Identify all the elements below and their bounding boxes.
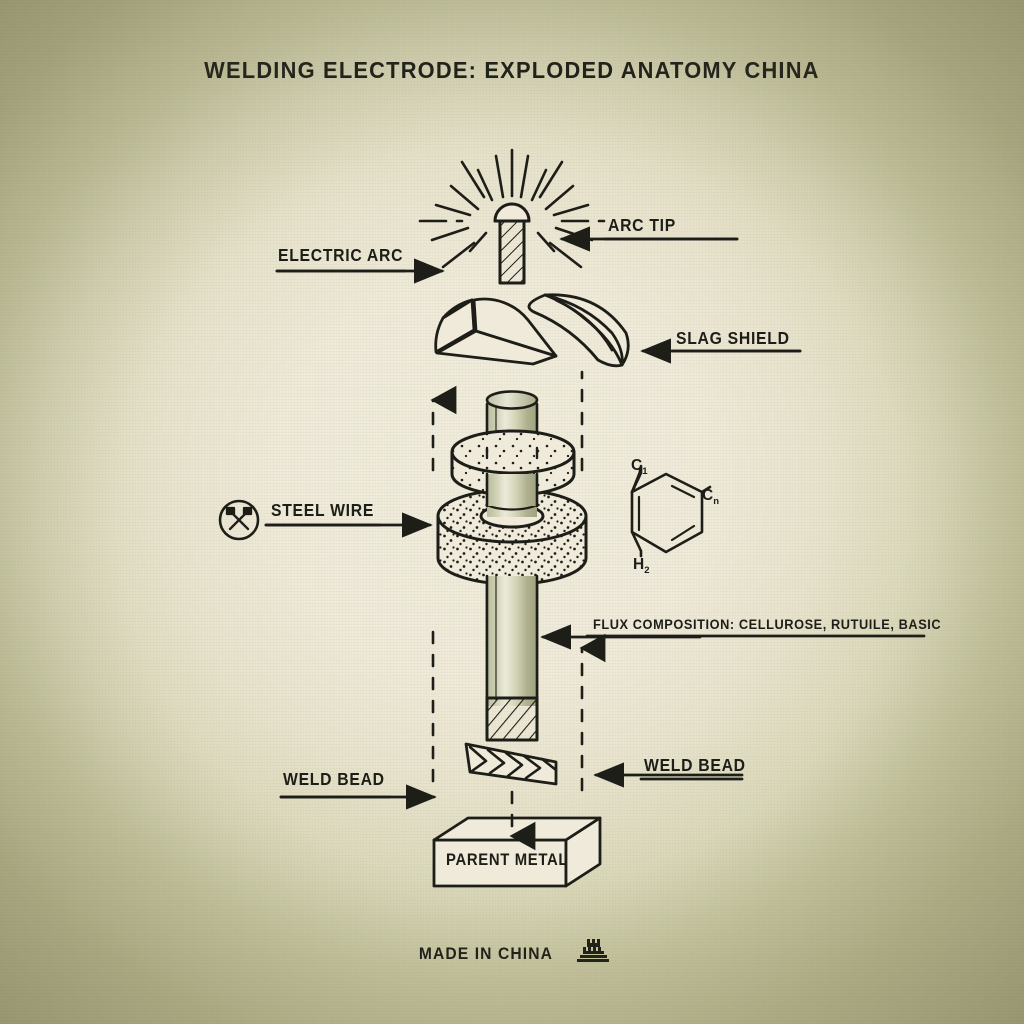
callout-label-weld-bead-right: WELD BEAD — [644, 755, 746, 776]
callout-label-flux-composition: FLUX COMPOSITION: CELLUROSE, RUTUILE, BA… — [593, 617, 941, 633]
chem-label-c1: C1 — [631, 457, 648, 477]
footer: MADE IN CHINA — [0, 938, 1024, 969]
chem-label-h2: H2 — [633, 556, 650, 576]
callout-label-weld-bead-left: WELD BEAD — [283, 769, 385, 790]
crossed-hammers-badge-icon — [218, 499, 260, 541]
great-wall-tower-icon — [575, 938, 611, 969]
flux-ring-lower — [436, 488, 588, 586]
steel-wire-front — [485, 472, 539, 708]
callout-label-steel-wire: STEEL WIRE — [271, 500, 374, 521]
callout-label-electric-arc: ELECTRIC ARC — [278, 245, 403, 266]
weld-bead-part — [464, 742, 558, 786]
footer-text: MADE IN CHINA — [419, 944, 553, 964]
page-title: WELDING ELECTRODE: EXPLODED ANATOMY CHIN… — [0, 57, 1024, 84]
benzene-ring-structure — [630, 464, 712, 558]
slag-shield-part — [434, 293, 630, 368]
electric-arc-rays — [418, 148, 606, 269]
page-title-text: WELDING ELECTRODE: EXPLODED ANATOMY CHIN… — [204, 57, 820, 84]
parent-metal-label: PARENT METAL — [446, 851, 568, 870]
callout-arrows — [264, 226, 926, 810]
explode-guides — [430, 370, 606, 851]
callout-label-arc-tip: ARC TIP — [608, 215, 676, 236]
arc-tip-part — [493, 202, 531, 285]
electrode-tip-hatched — [485, 696, 539, 742]
chem-label-cn: Cn — [702, 487, 719, 507]
callout-label-slag-shield: SLAG SHIELD — [676, 328, 790, 349]
